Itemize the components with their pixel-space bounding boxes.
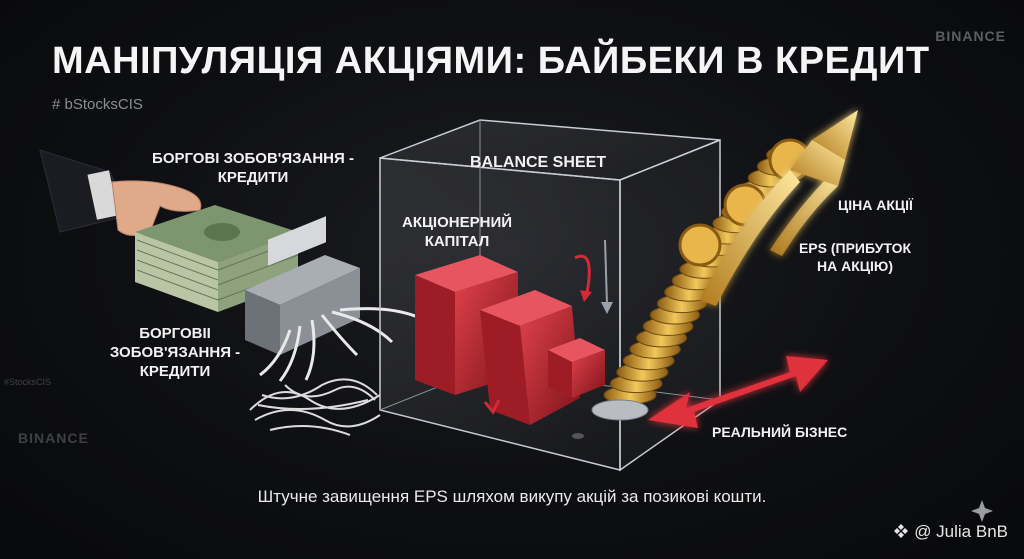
label-equity: АКЦІОНЕРНИЙ КАПІТАЛ — [401, 214, 513, 250]
page-title: МАНІПУЛЯЦІЯ АКЦІЯМИ: БАЙБЕКИ В КРЕДИТ — [52, 40, 930, 82]
binance-logo-icon — [894, 524, 909, 538]
label-balance-sheet: BALANCE SHEET — [470, 154, 607, 171]
hand-icon — [39, 149, 202, 236]
coin-face — [678, 223, 722, 267]
up-arrow-icon — [700, 110, 858, 306]
author-watermark: @ Julia BnB — [894, 522, 1008, 542]
label-eps: EPS (ПРИБУТОК НА АКЦІЮ) — [798, 240, 912, 274]
sparkle-icon — [971, 500, 993, 522]
label-debt-bottom: БОРГОВІІ ЗОБОВ'ЯЗАННЯ - КРЕДИТИ — [109, 325, 241, 380]
author-name: @ Julia BnB — [914, 522, 1008, 541]
side-tag: #StocksCIS — [4, 377, 52, 387]
label-debt-top: БОРГОВІ ЗОБОВ'ЯЗАННЯ - КРЕДИТИ — [152, 150, 354, 186]
shredder-icon — [245, 216, 421, 436]
hashtag: # bStocksCIS — [52, 96, 143, 113]
caption: Штучне завищення EPS шляхом викупу акцій… — [257, 487, 767, 506]
label-share-price: ЦІНА АКЦІЇ — [838, 197, 913, 213]
binance-watermark: BINANCE — [18, 430, 89, 446]
label-real-business: РЕАЛЬНИЙ БІЗНЕС — [712, 424, 848, 440]
equity-blocks — [415, 239, 613, 425]
binance-logo-icon: BINANCE — [935, 28, 1006, 44]
double-arrow-icon — [648, 356, 828, 428]
